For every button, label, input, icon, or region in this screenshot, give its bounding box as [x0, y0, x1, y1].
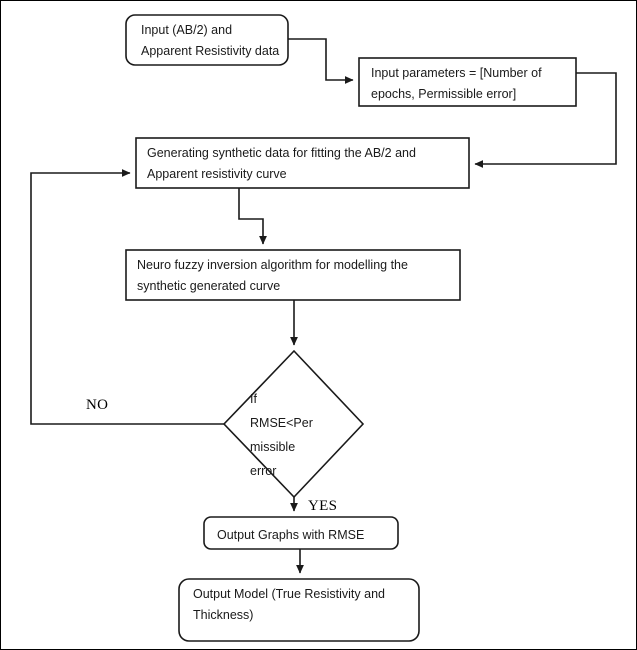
node-decision-rmse-label: If RMSE<Per missible error: [250, 392, 313, 478]
edge-decision-no-to-generate: [30, 169, 224, 425]
node-generate-synthetic-shape: [135, 137, 470, 189]
node-output-graphs-shape: [203, 516, 399, 550]
edge-label-yes: YES: [308, 498, 338, 514]
node-input-data-shape: [125, 14, 289, 66]
node-output-model-shape: [178, 578, 420, 642]
edge-label-no: NO: [86, 397, 109, 413]
edge-generate-to-neuro-fuzzy: [238, 188, 267, 245]
edge-input-data-to-parameters: [288, 38, 354, 84]
edge-parameters-to-generate: [474, 72, 617, 168]
node-neuro-fuzzy-shape: [125, 249, 461, 301]
node-input-parameters-shape: [358, 57, 577, 107]
